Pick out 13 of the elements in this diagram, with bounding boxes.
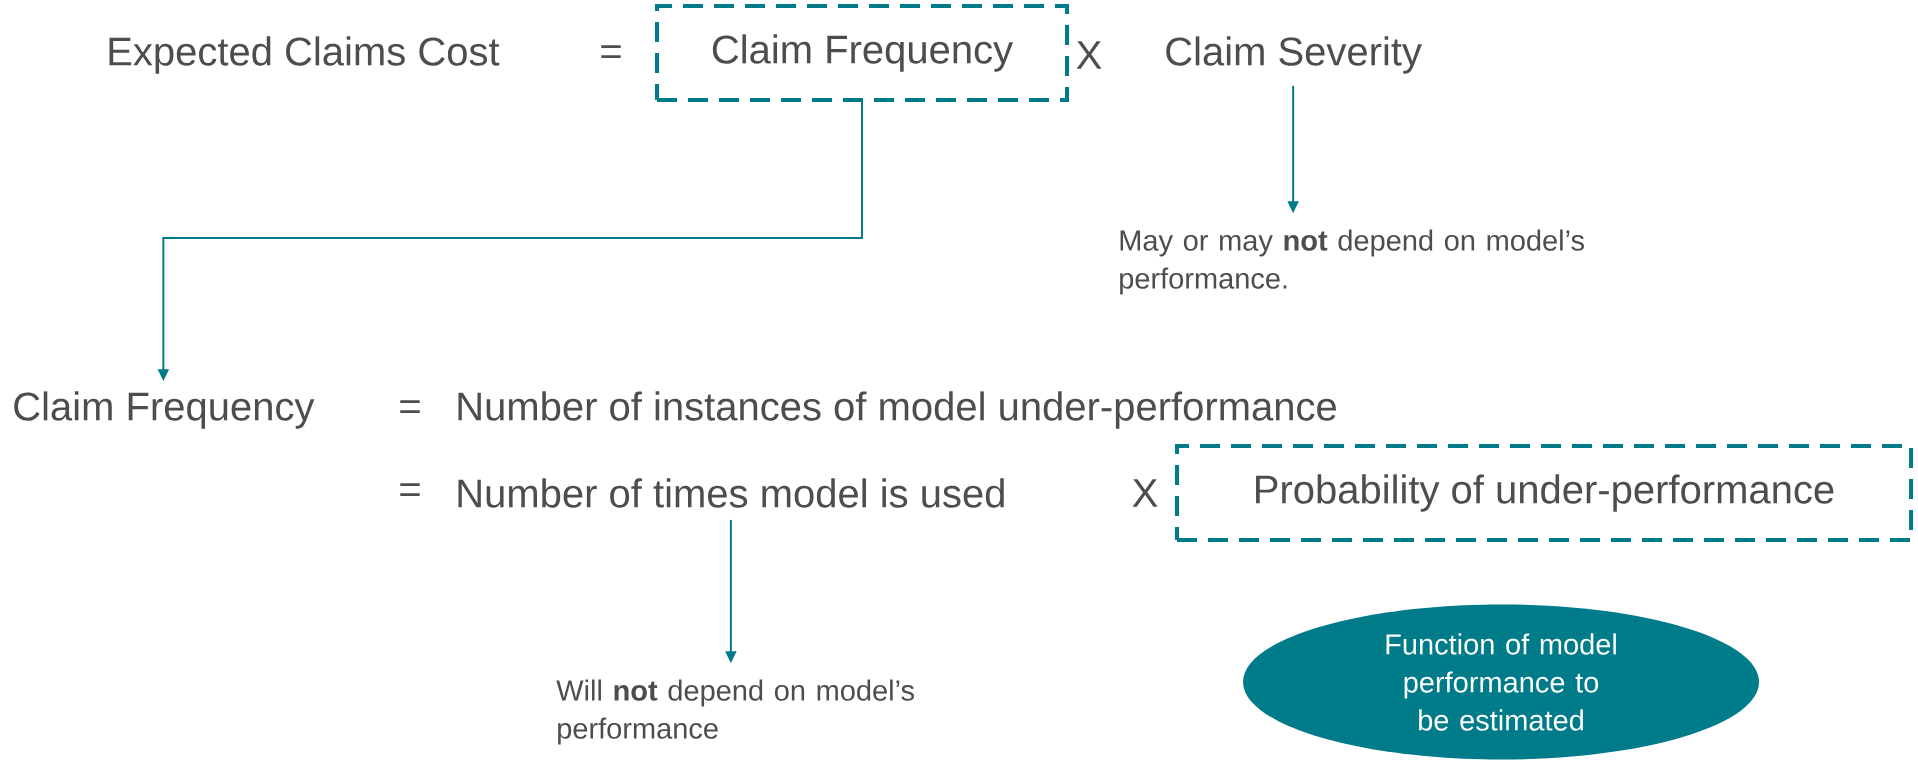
dashed-box: Claim Frequency [655,4,1069,102]
ellipse-callout: Function of model performance to be estimated [1243,604,1759,760]
formula-term: Expected Claims Cost [109,36,500,74]
note-text: Will not depend on model’s performance [556,679,914,745]
formula-term: Claim Frequency [14,391,315,429]
dashed-box: Probability of under-performance [1175,444,1914,542]
formula-term: Claim Severity [1166,36,1422,74]
formula-term: Number of times model is used [458,478,1004,508]
operator-sign: = [601,45,621,59]
operator-sign: = [400,483,420,497]
operator-sign: = [400,400,420,414]
formula-term: Number of instances of model under-performance [458,391,1336,429]
note-text: May or may not depend on model’s performance. [1120,229,1584,295]
